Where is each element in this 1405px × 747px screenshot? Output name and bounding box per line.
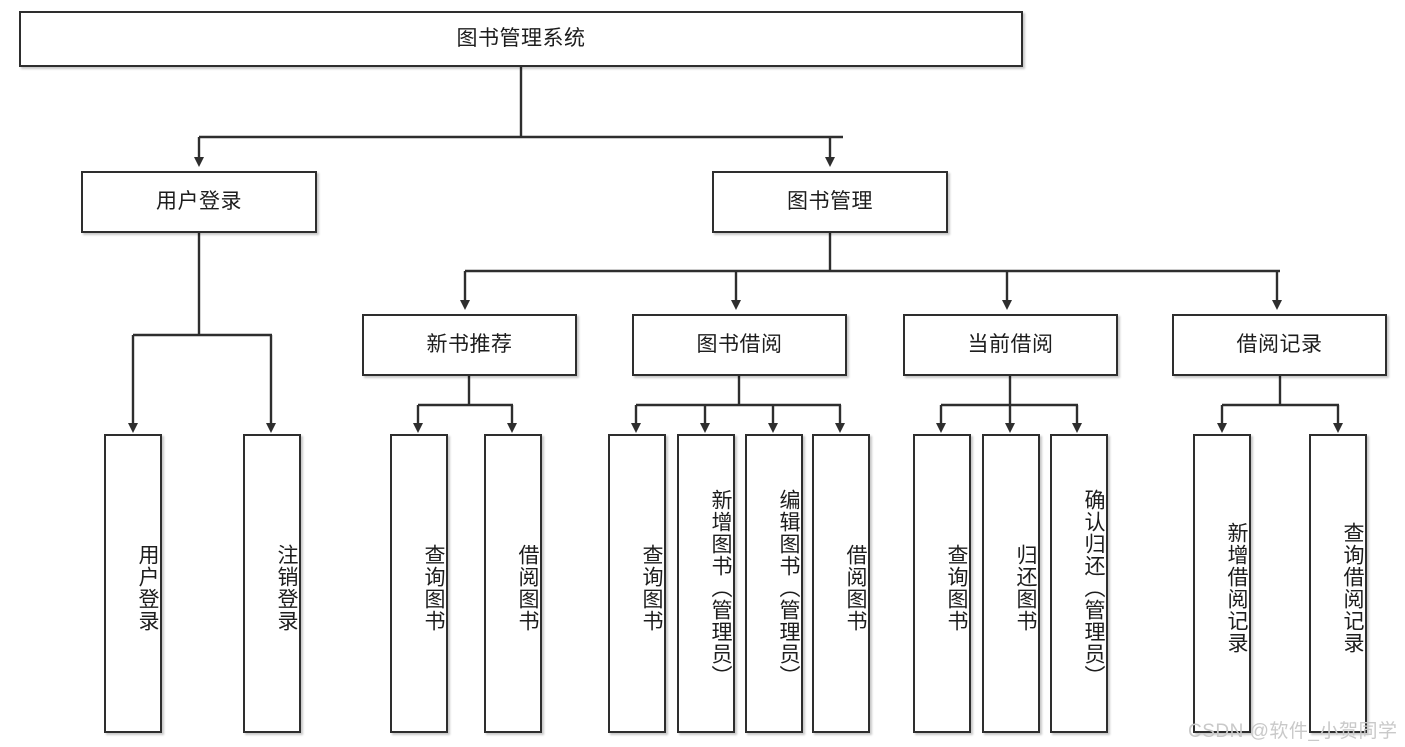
leaf-borrow-query-book[interactable]: 查询图书 <box>608 434 666 733</box>
leaf-label: 查询图书 <box>640 543 663 632</box>
node-user-login-label: 用户登录 <box>156 190 242 214</box>
leaf-label: 新增图书（管理员） <box>709 488 732 687</box>
leaf-recommend-borrow-book[interactable]: 借阅图书 <box>484 434 542 733</box>
csdn-watermark: CSDN @软件_小贺同学 <box>1188 721 1398 742</box>
leaf-borrow-borrow-book[interactable]: 借阅图书 <box>812 434 870 733</box>
node-book-borrow-label: 图书借阅 <box>696 333 783 357</box>
node-new-book-recommend-label: 新书推荐 <box>426 333 513 357</box>
leaf-label: 归还图书 <box>1014 543 1037 632</box>
leaf-record-add-record[interactable]: 新增借阅记录 <box>1193 434 1251 733</box>
leaf-label: 编辑图书（管理员） <box>777 488 800 687</box>
node-borrow-record-label: 借阅记录 <box>1236 333 1323 357</box>
node-borrow-record[interactable]: 借阅记录 <box>1172 314 1387 376</box>
node-current-borrow-label: 当前借阅 <box>967 333 1054 357</box>
node-root-label: 图书管理系统 <box>456 27 586 51</box>
node-current-borrow[interactable]: 当前借阅 <box>903 314 1118 376</box>
leaf-label: 新增借阅记录 <box>1225 521 1248 654</box>
leaf-borrow-add-book[interactable]: 新增图书（管理员） <box>677 434 735 733</box>
leaf-label: 注销登录 <box>275 543 298 632</box>
node-book-management-label: 图书管理 <box>787 190 873 214</box>
leaf-label: 借阅图书 <box>844 543 867 632</box>
leaf-label: 借阅图书 <box>516 543 539 632</box>
node-new-book-recommend[interactable]: 新书推荐 <box>362 314 577 376</box>
leaf-label: 用户登录 <box>136 543 159 632</box>
leaf-label: 查询图书 <box>422 543 445 632</box>
leaf-current-return-book[interactable]: 归还图书 <box>982 434 1040 733</box>
leaf-current-query-book[interactable]: 查询图书 <box>913 434 971 733</box>
leaf-current-confirm-return[interactable]: 确认归还（管理员） <box>1050 434 1108 733</box>
leaf-user-login-login[interactable]: 用户登录 <box>104 434 162 733</box>
node-book-management[interactable]: 图书管理 <box>712 171 948 233</box>
leaf-label: 确认归还（管理员） <box>1082 488 1105 687</box>
node-root[interactable]: 图书管理系统 <box>19 11 1023 67</box>
leaf-label: 查询借阅记录 <box>1341 521 1364 654</box>
leaf-user-login-logout[interactable]: 注销登录 <box>243 434 301 733</box>
leaf-recommend-query-book[interactable]: 查询图书 <box>390 434 448 733</box>
node-user-login[interactable]: 用户登录 <box>81 171 317 233</box>
leaf-record-query-record[interactable]: 查询借阅记录 <box>1309 434 1367 733</box>
leaf-label: 查询图书 <box>945 543 968 632</box>
leaf-borrow-edit-book[interactable]: 编辑图书（管理员） <box>745 434 803 733</box>
node-book-borrow[interactable]: 图书借阅 <box>632 314 847 376</box>
